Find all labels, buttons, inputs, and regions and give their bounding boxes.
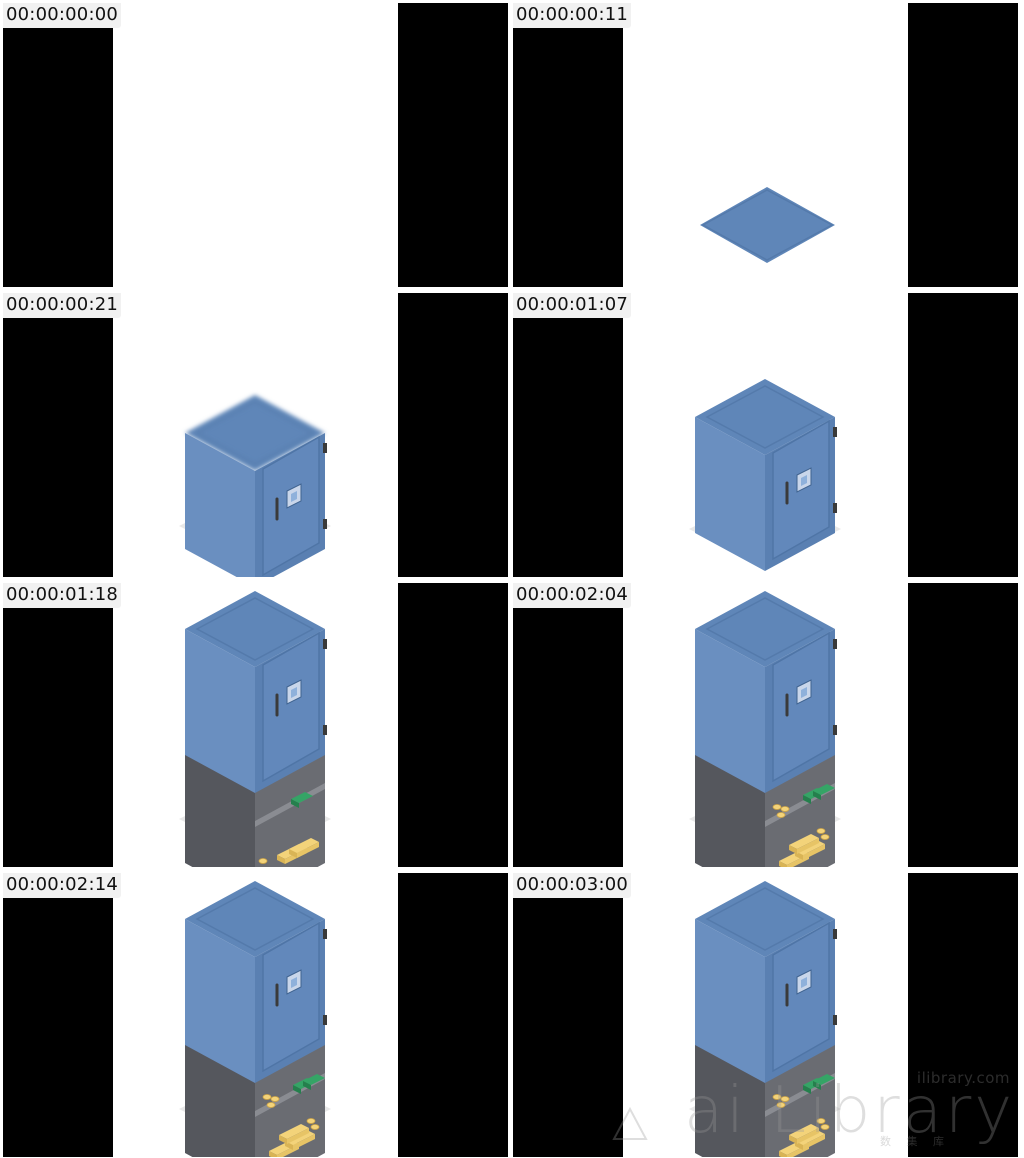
video-frame: 00:00:00:21 xyxy=(3,293,508,577)
safe-illustration xyxy=(700,187,835,263)
safe-left-face xyxy=(185,919,255,1083)
coin xyxy=(306,1118,316,1124)
gold-bar xyxy=(289,838,319,853)
safe-top-inset xyxy=(195,401,315,465)
safe-left-face xyxy=(185,629,255,793)
frame-timecode: 00:00:01:18 xyxy=(3,583,122,608)
coin xyxy=(780,806,790,812)
coin xyxy=(780,1096,790,1102)
frame-canvas xyxy=(113,3,398,287)
safe-top-inset xyxy=(705,597,825,661)
coin xyxy=(820,1124,830,1130)
coin xyxy=(266,1102,276,1108)
safe-door xyxy=(772,631,830,783)
safe-door xyxy=(772,921,830,1073)
safe-illustration xyxy=(689,591,841,867)
coin xyxy=(270,1096,280,1102)
safe-door xyxy=(262,631,320,783)
video-frame: 00:00:00:00 xyxy=(3,3,508,287)
coin xyxy=(310,1124,320,1130)
video-frame: 00:00:00:11 xyxy=(513,3,1018,287)
frame-timecode: 00:00:03:00 xyxy=(513,873,632,898)
frame-timecode: 00:00:02:04 xyxy=(513,583,632,608)
coin xyxy=(772,804,782,810)
coin xyxy=(816,1118,826,1124)
safe-left-face xyxy=(695,919,765,1083)
coin xyxy=(772,1094,782,1100)
cash-stack xyxy=(813,784,835,795)
hinge-icon xyxy=(323,639,327,649)
hinge-icon xyxy=(323,443,327,453)
safe-illustration xyxy=(689,881,841,1157)
coin xyxy=(258,858,268,864)
coin xyxy=(776,1102,786,1108)
hinge-icon xyxy=(833,929,837,939)
coin xyxy=(820,834,830,840)
gold-bar xyxy=(279,1124,309,1139)
coin xyxy=(262,1094,272,1100)
cash-stack xyxy=(291,792,313,803)
safe-illustration xyxy=(689,379,841,571)
gold-bar xyxy=(789,1124,819,1139)
safe-left-face xyxy=(185,433,255,577)
safe-top-inset xyxy=(705,887,825,951)
safe-illustration xyxy=(113,3,398,287)
video-frame: 00:00:01:18 xyxy=(3,583,508,867)
safe-top-inset xyxy=(705,385,825,449)
frame-timecode: 00:00:00:21 xyxy=(3,293,122,318)
coin xyxy=(776,812,786,818)
safe-door xyxy=(262,921,320,1073)
hinge-icon xyxy=(833,427,837,437)
frame-timecode: 00:00:00:00 xyxy=(3,3,122,28)
hinge-icon xyxy=(323,929,327,939)
safe-illustration xyxy=(179,395,331,577)
frame-timecode: 00:00:01:07 xyxy=(513,293,632,318)
video-frame: 00:00:03:00 xyxy=(513,873,1018,1157)
safe-illustration xyxy=(179,591,331,867)
coin xyxy=(816,828,826,834)
frame-timecode: 00:00:00:11 xyxy=(513,3,632,28)
safe-illustration xyxy=(179,881,331,1157)
video-frame: 00:00:02:04 xyxy=(513,583,1018,867)
gold-bar xyxy=(789,834,819,849)
video-frame: 00:00:01:07 xyxy=(513,293,1018,577)
safe-left-face xyxy=(695,417,765,571)
frame-timecode: 00:00:02:14 xyxy=(3,873,122,898)
safe-top-inset xyxy=(195,597,315,661)
video-frame: 00:00:02:14 xyxy=(3,873,508,1157)
base-plate xyxy=(700,187,835,263)
cash-stack xyxy=(813,1074,835,1085)
safe-left-face xyxy=(695,629,765,793)
safe-top-inset xyxy=(195,887,315,951)
cash-stack xyxy=(303,1074,325,1085)
hinge-icon xyxy=(833,639,837,649)
